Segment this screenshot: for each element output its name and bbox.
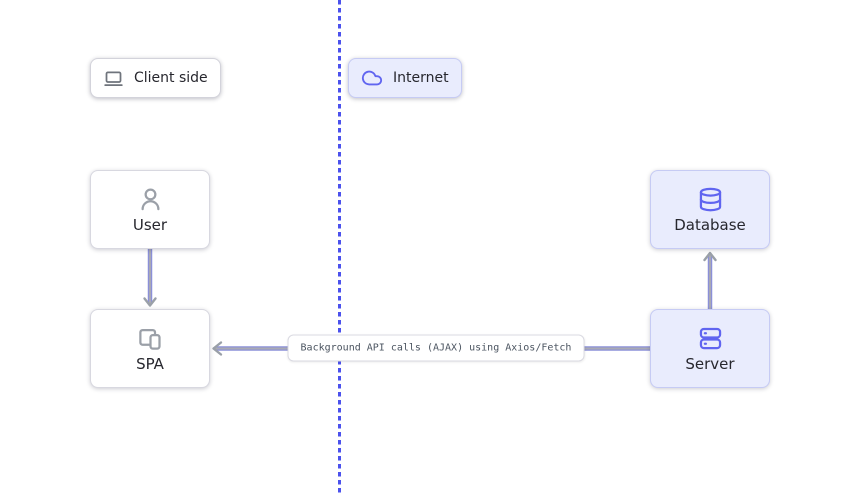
laptop-icon — [103, 68, 124, 89]
edge-server-database — [703, 251, 717, 309]
legend-chip-client-side[interactable]: Client side — [90, 58, 221, 98]
arrowhead-left-icon — [212, 341, 223, 356]
node-user[interactable]: User — [90, 170, 210, 249]
node-label: Database — [674, 216, 746, 234]
node-spa[interactable]: SPA — [90, 309, 210, 388]
edge-user-spa — [143, 249, 157, 307]
legend-chip-label: Client side — [134, 70, 208, 86]
arrowhead-down-icon — [143, 297, 157, 307]
user-icon — [137, 186, 164, 213]
arrowhead-up-icon — [703, 251, 717, 262]
cloud-icon — [361, 67, 383, 89]
node-label: Server — [685, 355, 735, 373]
server-icon — [697, 325, 724, 352]
devices-icon — [137, 325, 164, 352]
legend-chip-internet[interactable]: Internet — [348, 58, 462, 98]
node-database[interactable]: Database — [650, 170, 770, 249]
edge-label-api-calls: Background API calls (AJAX) using Axios/… — [287, 334, 585, 362]
node-label: SPA — [136, 355, 164, 373]
legend-chip-label: Internet — [393, 70, 449, 86]
node-label: User — [132, 216, 168, 234]
node-server[interactable]: Server — [650, 309, 770, 388]
database-icon — [697, 186, 724, 213]
